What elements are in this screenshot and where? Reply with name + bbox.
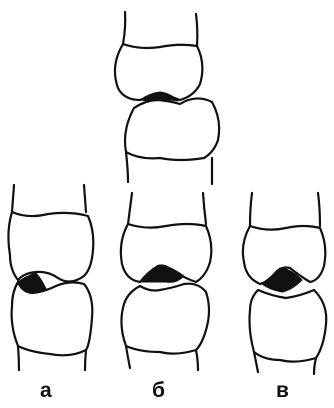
label-a: а [40, 379, 52, 402]
figure-b-top-shaft-right [196, 14, 197, 46]
figure-b-top-vertebra-2 [125, 98, 219, 160]
figure-c-lower-shaft-right [314, 358, 316, 374]
figure-a-lower-shaft-left [18, 346, 19, 370]
figure-b-bottom2-shaft-right [196, 350, 198, 370]
figure-a-upper-vertebra [8, 212, 93, 282]
label-c: в [276, 379, 289, 402]
figure-b [115, 12, 219, 370]
figure-c-upper-shaft-right [318, 193, 320, 226]
figure-b-bottom-shaft-right [203, 193, 206, 224]
figure-b-top-vertebra-1 [115, 44, 202, 100]
figure-a-upper-shaft-right [84, 185, 86, 212]
label-b: б [152, 379, 165, 402]
figure-b-bottom2-shaft-left [126, 346, 130, 368]
figure-a-upper-shaft-left [12, 185, 14, 212]
figure-b-bottom-shaft-left [128, 193, 132, 224]
figure-c-lower-vertebra [250, 290, 327, 362]
figure-a [8, 185, 93, 370]
figure-b-bottom-vertebra-2 [121, 284, 209, 354]
figure-c [243, 193, 326, 374]
figure-b-top2-shaft-left [126, 152, 128, 182]
figure-c-upper-shaft-left [250, 193, 252, 226]
figure-a-lower-shaft-right [85, 350, 86, 370]
figure-a-lower-vertebra [12, 282, 93, 355]
figure-b-top-shaft-left [123, 12, 125, 44]
